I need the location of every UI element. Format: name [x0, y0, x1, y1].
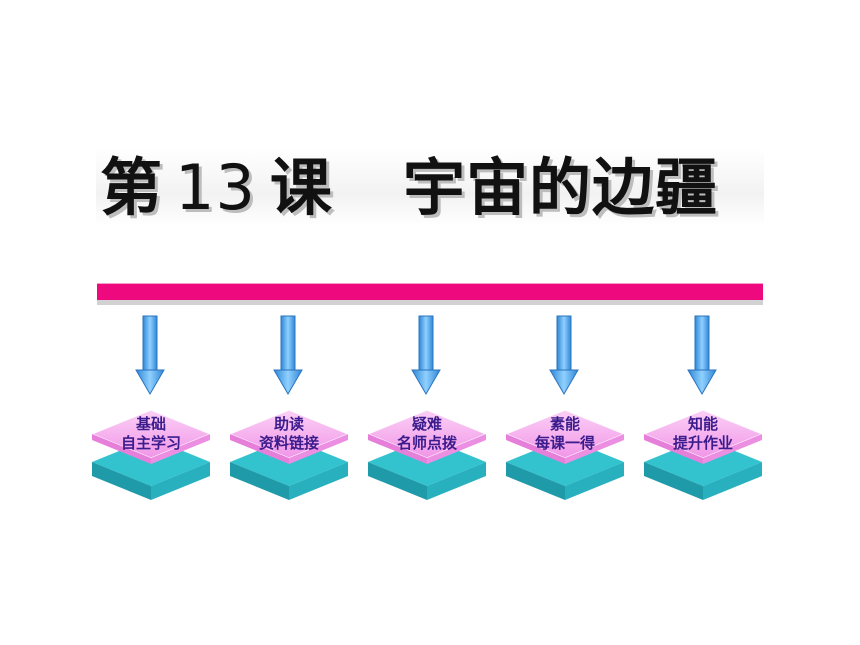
step-tile[interactable]: 素能每课一得 — [500, 310, 630, 510]
lesson-name: 宇宙的边疆 — [402, 151, 718, 224]
step-tile[interactable]: 基础自主学习 — [86, 310, 216, 510]
step-title: 助读 — [273, 415, 304, 433]
step-tile-shape — [366, 409, 488, 500]
step-tile[interactable]: 知能提升作业 — [638, 310, 768, 510]
step-title: 素能 — [549, 415, 580, 433]
step-subtitle: 提升作业 — [672, 434, 733, 452]
step-tile-shape — [642, 409, 764, 500]
step-title: 知能 — [687, 415, 718, 433]
down-arrow-icon — [135, 315, 165, 395]
down-arrow-icon — [273, 315, 303, 395]
down-arrow-icon — [687, 315, 717, 395]
step-subtitle: 资料链接 — [258, 434, 319, 452]
down-arrow-icon — [411, 315, 441, 395]
step-tile[interactable]: 助读资料链接 — [224, 310, 354, 510]
step-tile[interactable]: 疑难名师点拨 — [362, 310, 492, 510]
title-prefix: 第 — [100, 151, 164, 224]
step-title: 基础 — [135, 415, 166, 433]
title-suffix: 课 — [269, 151, 333, 224]
step-subtitle: 每课一得 — [534, 434, 595, 452]
step-subtitle: 自主学习 — [120, 434, 181, 452]
step-tile-shape — [228, 409, 350, 500]
step-tile-shape — [90, 409, 212, 500]
step-subtitle: 名师点拨 — [396, 434, 457, 452]
divider-bar — [97, 284, 763, 300]
lesson-number: 13 — [175, 151, 256, 224]
step-title: 疑难 — [411, 415, 442, 433]
title-banner — [96, 148, 764, 226]
down-arrow-icon — [549, 315, 579, 395]
step-tile-shape — [504, 409, 626, 500]
